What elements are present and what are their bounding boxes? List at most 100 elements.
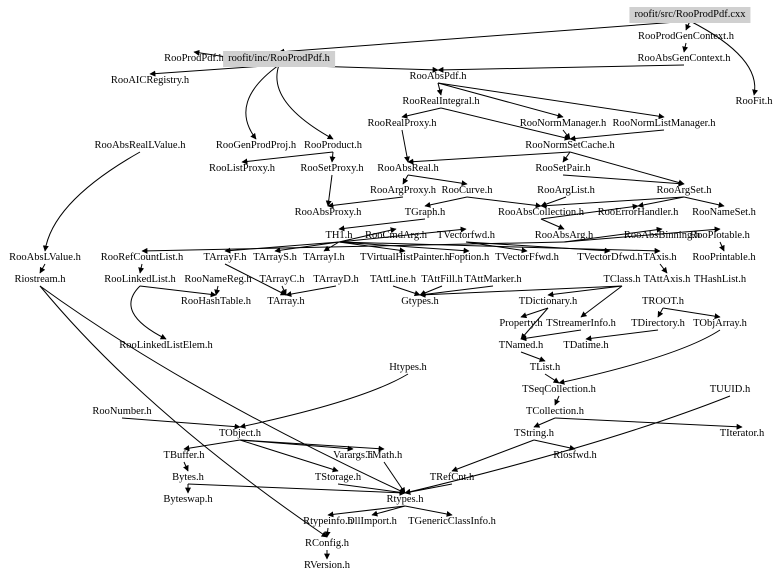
node-tlist-h[interactable]: TList.h	[529, 362, 561, 373]
node-roocmdarg-h[interactable]: RooCmdArg.h	[365, 230, 427, 241]
node-byteswap-h[interactable]: Byteswap.h	[163, 494, 213, 505]
node-tarrayi-h[interactable]: TArrayI.h	[303, 252, 345, 263]
node-tattmarker-h[interactable]: TAttMarker.h	[464, 274, 522, 285]
node-roolinkedlist-h[interactable]: RooLinkedList.h	[104, 274, 176, 285]
node-rooprodgencontext-h[interactable]: RooProdGenContext.h	[638, 31, 734, 42]
node-titerator-h[interactable]: TIterator.h	[719, 428, 765, 439]
node-tcollection-h[interactable]: TCollection.h	[525, 406, 585, 417]
node-rooerrorhandler-h[interactable]: RooErrorHandler.h	[597, 207, 679, 218]
node-roofit-src-rooprodpdf-cxx[interactable]: roofit/src/RooProdPdf.cxx	[629, 7, 751, 23]
node-tobjarray-h[interactable]: TObjArray.h	[693, 318, 747, 329]
node-tstreamerinfo-h[interactable]: TStreamerInfo.h	[546, 318, 616, 329]
edge-n0-n7	[689, 20, 759, 96]
node-rooargproxy-h[interactable]: RooArgProxy.h	[370, 185, 436, 196]
node-tnamed-h[interactable]: TNamed.h	[498, 340, 544, 351]
node-rooaicregistry-h[interactable]: RooAICRegistry.h	[110, 75, 190, 86]
node-rooprodpdf-h[interactable]: RooProdPdf.h	[164, 53, 224, 64]
node-tarrays-h[interactable]: TArrayS.h	[253, 252, 297, 263]
node-roonumber-h[interactable]: RooNumber.h	[92, 406, 152, 417]
node-roocurve-h[interactable]: RooCurve.h	[441, 185, 493, 196]
node-tseqcollection-h[interactable]: TSeqCollection.h	[522, 384, 596, 395]
edge-n61-n64	[657, 307, 664, 318]
node-tbuffer-h[interactable]: TBuffer.h	[163, 450, 205, 461]
node-rooabsarg-h[interactable]: RooAbsArg.h	[534, 230, 594, 241]
node-rtypes-h[interactable]: Rtypes.h	[386, 494, 424, 505]
node-roonormmanager-h[interactable]: RooNormManager.h	[519, 118, 607, 129]
node-dllimport-h[interactable]: DllImport.h	[347, 516, 397, 527]
node-tarrayf-h[interactable]: TArrayF.h	[203, 252, 247, 263]
edge-n23-n26	[540, 196, 685, 209]
node-roorealproxy-h[interactable]: RooRealProxy.h	[367, 118, 437, 129]
node-rooabsbinning-h[interactable]: RooAbsBinning.h	[623, 230, 701, 241]
node-roolistproxy-h[interactable]: RooListProxy.h	[208, 163, 276, 174]
node-tclass-h[interactable]: TClass.h	[603, 274, 641, 285]
edge-n47-n57	[139, 285, 217, 298]
node-htypes-h[interactable]: Htypes.h	[389, 362, 427, 373]
node-roogenprodproj-h[interactable]: RooGenProdProj.h	[215, 140, 297, 151]
node-roolinkedlistelem-h[interactable]: RooLinkedListElem.h	[119, 340, 213, 351]
node-tvirtualhistpainter-h[interactable]: TVirtualHistPainter.h	[359, 252, 451, 263]
node-tstring-h[interactable]: TString.h	[514, 428, 554, 439]
node-tvectordfwd-h[interactable]: TVectorDfwd.h	[577, 252, 643, 263]
edge-n69-n75	[239, 373, 409, 429]
edge-n75-n78	[183, 439, 241, 452]
node-tvectorffwd-h[interactable]: TVectorFfwd.h	[495, 252, 559, 263]
node-tdirectory-h[interactable]: TDirectory.h	[631, 318, 685, 329]
node-tarray-h[interactable]: TArray.h	[267, 296, 305, 307]
node-trefcnt-h[interactable]: TRefCnt.h	[429, 472, 475, 483]
node-tarrayc-h[interactable]: TArrayC.h	[259, 274, 305, 285]
node-roosetpair-h[interactable]: RooSetPair.h	[535, 163, 591, 174]
node-roonamereg-h[interactable]: RooNameReg.h	[184, 274, 252, 285]
node-th1-h[interactable]: TH1.h	[325, 230, 353, 241]
node-riosfwd-h[interactable]: Riosfwd.h	[553, 450, 597, 461]
node-tstorage-h[interactable]: TStorage.h	[314, 472, 362, 483]
node-rooabspdf-h[interactable]: RooAbsPdf.h	[409, 71, 467, 82]
node-tdatime-h[interactable]: TDatime.h	[563, 340, 609, 351]
node-rooarglist-h[interactable]: RooArgList.h	[537, 185, 595, 196]
node-tvectorfwd-h[interactable]: TVectorfwd.h	[436, 230, 496, 241]
node-roohashtable-h[interactable]: RooHashTable.h	[180, 296, 252, 307]
node-tobject-h[interactable]: TObject.h	[218, 428, 262, 439]
node-roonormlistmanager-h[interactable]: RooNormListManager.h	[612, 118, 716, 129]
node-bytes-h[interactable]: Bytes.h	[172, 472, 204, 483]
node-roorealintegral-h[interactable]: RooRealIntegral.h	[402, 96, 480, 107]
node-riostream-h[interactable]: Riostream.h	[14, 274, 66, 285]
node-roofit-h[interactable]: RooFit.h	[735, 96, 773, 107]
node-tattfill-h[interactable]: TAttFill.h	[421, 274, 463, 285]
node-roosetproxy-h[interactable]: RooSetProxy.h	[300, 163, 364, 174]
node-roonameset-h[interactable]: RooNameSet.h	[692, 207, 756, 218]
node-rooabsproxy-h[interactable]: RooAbsProxy.h	[294, 207, 362, 218]
node-tgraph-h[interactable]: TGraph.h	[404, 207, 446, 218]
node-tattline-h[interactable]: TAttLine.h	[369, 274, 417, 285]
node-thashlist-h[interactable]: THashList.h	[693, 274, 747, 285]
node-rooargset-h[interactable]: RooArgSet.h	[656, 185, 712, 196]
node-tmath-h[interactable]: TMath.h	[365, 450, 403, 461]
node-rooabsreallvalue-h[interactable]: RooAbsRealLValue.h	[94, 140, 186, 151]
node-roonormsetcache-h[interactable]: RooNormSetCache.h	[525, 140, 615, 151]
node-roofit-inc-rooprodpdf-h[interactable]: roofit/inc/RooProdPdf.h	[223, 51, 335, 67]
node-rooabsreal-h[interactable]: RooAbsReal.h	[377, 163, 439, 174]
node-rconfig-h[interactable]: RConfig.h	[304, 538, 350, 549]
node-rooprintable-h[interactable]: RooPrintable.h	[692, 252, 756, 263]
node-rooproduct-h[interactable]: RooProduct.h	[303, 140, 363, 151]
node-foption-h[interactable]: Foption.h	[448, 252, 490, 263]
node-tattaxis-h[interactable]: TAttAxis.h	[643, 274, 691, 285]
node-rtypeinfo-h[interactable]: Rtypeinfo.h	[303, 516, 353, 527]
node-rooabslvalue-h[interactable]: RooAbsLValue.h	[9, 252, 81, 263]
node-tarrayd-h[interactable]: TArrayD.h	[313, 274, 359, 285]
node-property-h[interactable]: Property.h	[499, 318, 543, 329]
node-tgenericclassinfo-h[interactable]: TGenericClassInfo.h	[408, 516, 496, 527]
node-tdictionary-h[interactable]: TDictionary.h	[518, 296, 578, 307]
node-rooabsgencontext-h[interactable]: RooAbsGenContext.h	[637, 53, 731, 64]
node-taxis-h[interactable]: TAxis.h	[643, 252, 677, 263]
node-roorefcountlist-h[interactable]: RooRefCountList.h	[100, 252, 184, 263]
node-varargs-h[interactable]: Varargs.h	[333, 450, 373, 461]
node-rooplotable-h[interactable]: RooPlotable.h	[690, 230, 750, 241]
node-rversion-h[interactable]: RVersion.h	[303, 560, 351, 571]
edge-n23-n28	[683, 196, 725, 208]
node-rooabscollection-h[interactable]: RooAbsCollection.h	[497, 207, 585, 218]
node-troot-h[interactable]: TROOT.h	[641, 296, 685, 307]
node-tuuid-h[interactable]: TUUID.h	[709, 384, 751, 395]
edge-n19-n23	[562, 174, 685, 187]
node-gtypes-h[interactable]: Gtypes.h	[401, 296, 439, 307]
